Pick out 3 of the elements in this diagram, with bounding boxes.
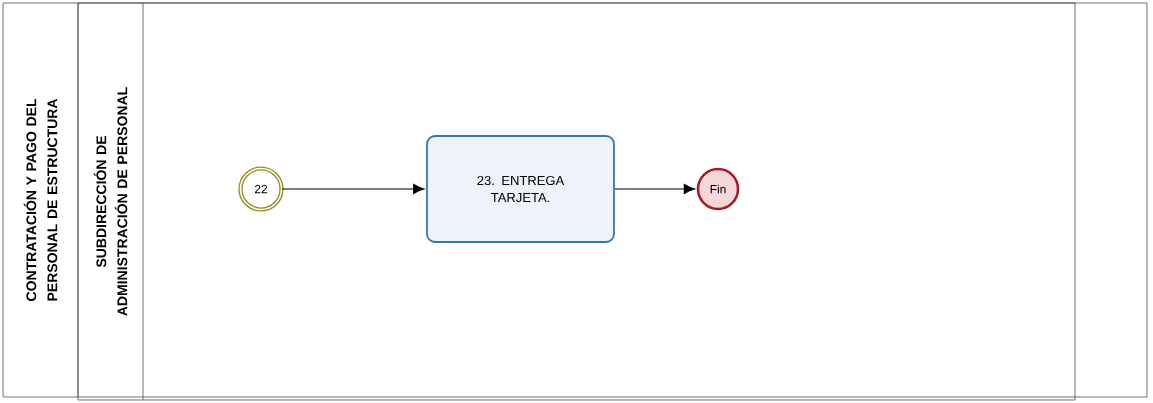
arrow [281, 184, 425, 194]
task-box: 23. ENTREGA TARJETA. [426, 135, 615, 243]
arrow [614, 184, 696, 194]
